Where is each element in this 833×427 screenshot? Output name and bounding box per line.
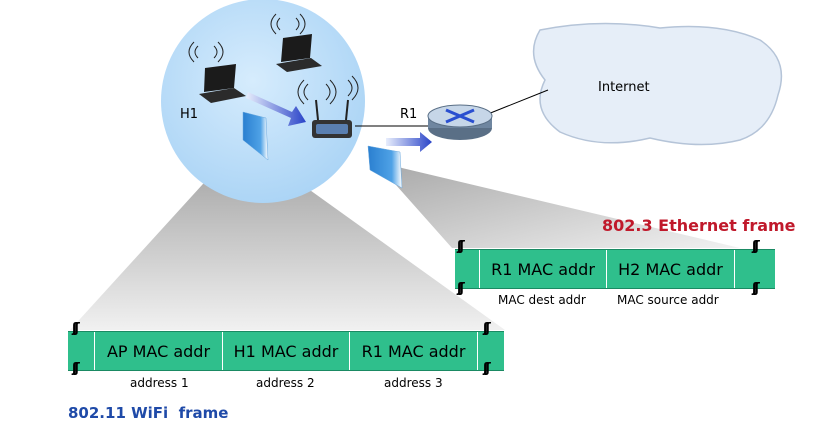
frame-break-mark: ʃʃ	[752, 281, 760, 296]
frame-stub	[477, 332, 504, 370]
frame-break-mark: ʃʃ	[483, 361, 491, 376]
laptop-icon	[270, 13, 322, 72]
wifi-sublabel-address-1: address 1	[130, 376, 189, 390]
wifi-frame: AP MAC addr H1 MAC addr R1 MAC addr	[68, 331, 504, 371]
frame-break-mark: ʃʃ	[752, 239, 760, 254]
wifi-field-address-3: R1 MAC addr	[349, 332, 477, 370]
ethernet-frame-zoom-fan	[372, 158, 740, 248]
wifi-packet	[242, 111, 269, 161]
router-label-r1: R1	[400, 107, 418, 122]
transmission-arrow	[246, 92, 306, 126]
ethernet-sublabel-src: MAC source addr	[617, 293, 719, 307]
frame-break-mark: ʃʃ	[483, 321, 491, 336]
ethernet-field-dest: R1 MAC addr	[479, 250, 606, 288]
frame-stub	[734, 250, 775, 288]
frame-break-mark: ʃʃ	[457, 239, 465, 254]
wifi-sublabel-address-3: address 3	[384, 376, 443, 390]
ethernet-sublabel-dest: MAC dest addr	[498, 293, 586, 307]
wifi-field-address-1: AP MAC addr	[94, 332, 222, 370]
forward-arrow	[386, 132, 432, 152]
wifi-frame-title: 802.11 WiFi frame	[68, 404, 229, 422]
ethernet-frame: R1 MAC addr H2 MAC addr	[455, 249, 775, 289]
ethernet-packet	[367, 145, 403, 189]
router-icon	[427, 104, 493, 140]
wifi-sublabel-address-2: address 2	[256, 376, 315, 390]
access-point-icon	[297, 75, 359, 138]
frame-break-mark: ʃʃ	[72, 321, 80, 336]
wifi-field-address-2: H1 MAC addr	[222, 332, 349, 370]
cloud-icon	[532, 22, 783, 146]
frame-break-mark: ʃʃ	[457, 281, 465, 296]
frame-break-mark: ʃʃ	[72, 361, 80, 376]
ethernet-field-src: H2 MAC addr	[606, 250, 734, 288]
wifi-frame-zoom-fan	[70, 140, 505, 330]
internet-label: Internet	[598, 80, 650, 95]
ethernet-frame-title: 802.3 Ethernet frame	[602, 216, 796, 235]
host-label-h1: H1	[180, 107, 199, 122]
laptop-icon	[188, 41, 246, 103]
